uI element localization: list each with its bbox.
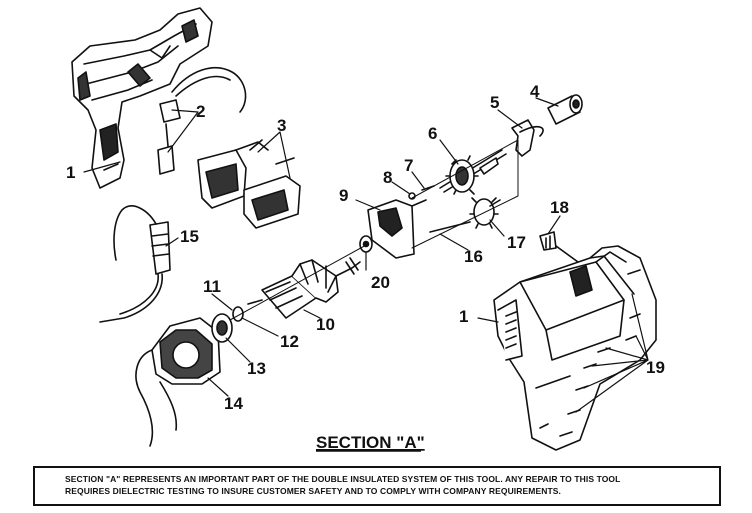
callout-2: 2 — [196, 102, 205, 121]
callout-11: 11 — [203, 277, 221, 296]
bearing-and-washer — [211, 306, 244, 343]
bearing-plate — [367, 199, 427, 259]
callout-8: 8 — [383, 168, 392, 187]
callout-20: 20 — [371, 273, 390, 292]
callout-16: 16 — [464, 247, 483, 266]
callout-12: 12 — [280, 332, 299, 351]
callout-1-left: 1 — [66, 163, 75, 182]
motor-field — [135, 317, 221, 447]
callout-4: 4 — [530, 82, 540, 101]
callout-3: 3 — [277, 116, 286, 135]
callout-19: 19 — [646, 358, 665, 377]
switch-clip — [539, 231, 579, 263]
washer — [359, 235, 373, 253]
note-line-1: SECTION "A" REPRESENTS AN IMPORTANT PART… — [65, 474, 621, 484]
trigger-switches — [197, 139, 301, 229]
intermediate-gear — [469, 197, 501, 229]
housing-half-right — [493, 245, 657, 451]
spindle-gear — [439, 149, 507, 195]
callout-10: 10 — [316, 315, 335, 334]
housing-half-left — [71, 7, 213, 189]
dielectric-testing-note: SECTION "A" REPRESENTS AN IMPORTANT PART… — [33, 466, 721, 506]
callout-17: 17 — [507, 233, 526, 252]
note-line-2: REQUIRES DIELECTRIC TESTING TO INSURE CU… — [65, 486, 561, 496]
callout-6: 6 — [428, 124, 437, 143]
assembly-lines — [229, 139, 519, 321]
housing-screws — [559, 269, 641, 437]
callout-5: 5 — [490, 93, 499, 112]
armature — [247, 257, 361, 319]
callout-14: 14 — [224, 394, 243, 413]
callout-7: 7 — [404, 156, 413, 175]
switch-clips — [157, 67, 247, 175]
pin — [429, 221, 471, 233]
gear-plate — [511, 119, 544, 157]
callout-9: 9 — [339, 186, 348, 205]
section-title: SECTION "A" — [316, 433, 425, 452]
callout-13: 13 — [247, 359, 266, 378]
callout-1-right: 1 — [459, 307, 468, 326]
bushing — [547, 94, 583, 125]
leader-lines — [83, 97, 649, 413]
callout-18: 18 — [550, 198, 569, 217]
callout-15: 15 — [180, 227, 199, 246]
power-cord — [99, 205, 171, 323]
